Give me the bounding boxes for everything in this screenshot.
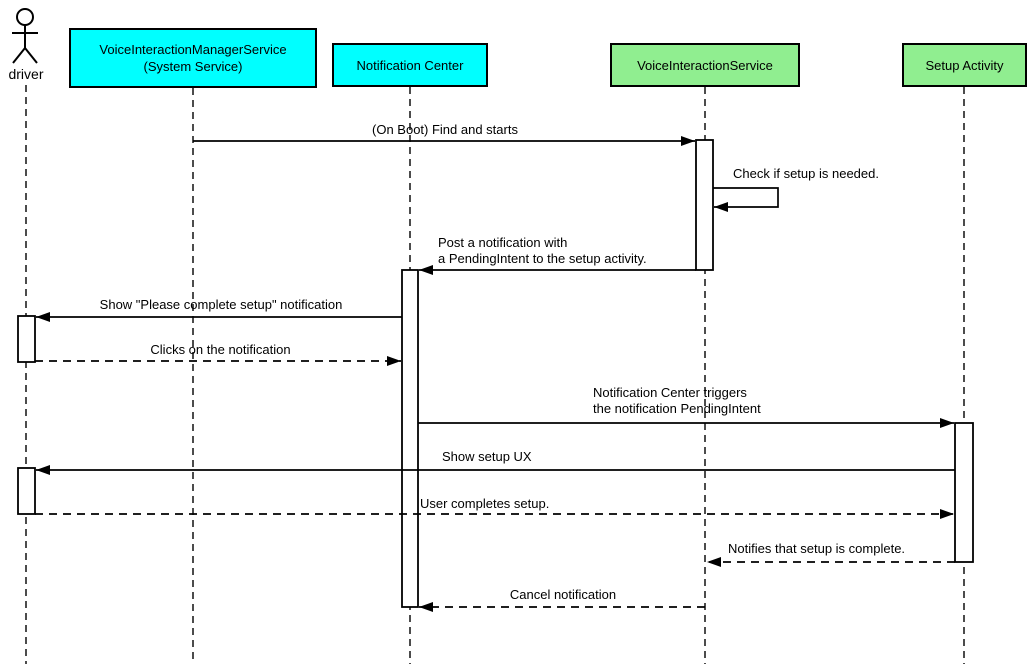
participant-label-line: VoiceInteractionService (637, 57, 773, 73)
arrow-check-if-setup-needed (713, 187, 779, 212)
message-label-notifies-setup-complete: Notifies that setup is complete. (728, 541, 906, 556)
message-label-line: the notification PendingIntent (593, 401, 761, 416)
actor-driver-figure (12, 8, 38, 64)
participant-notification-center: Notification Center (332, 43, 488, 87)
message-label-check-if-setup-needed: Check if setup is needed. (733, 166, 879, 181)
message-label-show-please-complete-setup: Show "Please complete setup" notificatio… (99, 297, 343, 312)
activation-driver-1 (17, 315, 36, 363)
participant-label-line: VoiceInteractionManagerService (99, 42, 287, 57)
message-label-line: Post a notification with (438, 235, 568, 250)
participant-setup-activity: Setup Activity (902, 43, 1027, 87)
actor-leg-left (12, 47, 26, 64)
message-label-cancel-notification: Cancel notification (509, 587, 617, 602)
message-label-line: a PendingIntent to the setup activity. (438, 251, 647, 266)
activation-bars (17, 139, 974, 608)
participant-voice-interaction-service: VoiceInteractionService (610, 43, 800, 87)
activation-driver-2 (17, 467, 36, 515)
participant-voice-interaction-manager-service: VoiceInteractionManagerService (System S… (69, 28, 317, 88)
message-label-line: Notification Center triggers (593, 385, 747, 400)
message-label-show-setup-ux: Show setup UX (442, 449, 532, 464)
message-label-triggers-pendingintent: Notification Center triggers the notific… (593, 385, 823, 417)
activation-voice-interaction-service (695, 139, 714, 271)
activation-notification-center (401, 269, 419, 608)
participant-label-line: Setup Activity (925, 57, 1004, 73)
actor-head (16, 8, 34, 26)
participant-label-line: Notification Center (356, 57, 464, 73)
participant-label-line: (System Service) (143, 59, 243, 74)
message-label-on-boot-find-and-starts: (On Boot) Find and starts (372, 122, 518, 137)
participant-driver-label: driver (8, 66, 44, 82)
activation-setup-activity (954, 422, 974, 563)
message-label-user-completes-setup: User completes setup. (420, 496, 550, 511)
message-label-clicks-on-notification: Clicks on the notification (150, 342, 291, 357)
message-label-post-notification: Post a notification with a PendingIntent… (438, 235, 688, 267)
message-arrows (35, 136, 955, 612)
actor-leg-right (24, 47, 38, 64)
